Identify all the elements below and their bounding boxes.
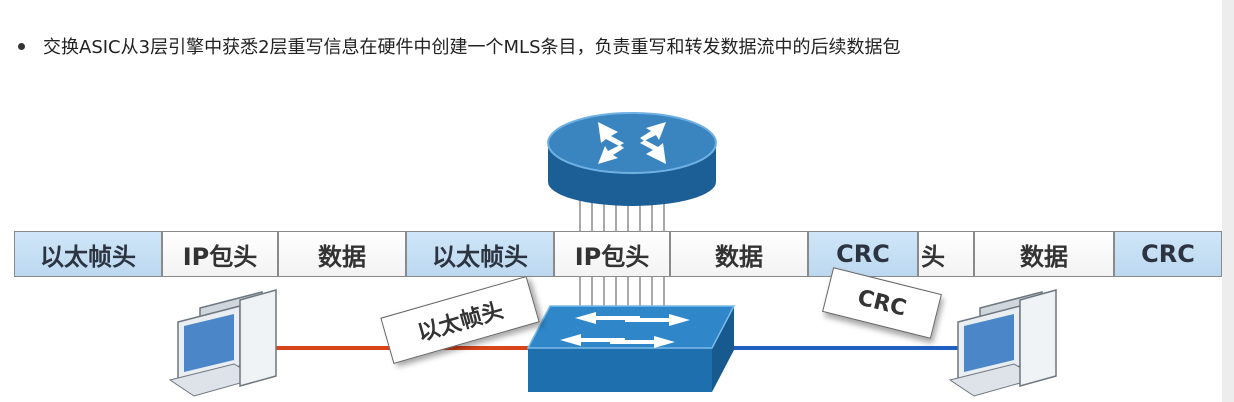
- frame-cell-data-3: 数据: [974, 231, 1114, 277]
- bullet-line: 交换ASIC从3层引擎中获悉2层重写信息在硬件中创建一个MLS条目，负责重写和转…: [18, 33, 901, 59]
- frame-cell-eth-header-2: 以太帧头: [406, 231, 554, 277]
- frame-cell-data-2: 数据: [670, 231, 808, 277]
- frame-cell-header-partial: 头: [918, 231, 974, 277]
- frame-cell-crc-1: CRC: [808, 231, 918, 277]
- pc-left-icon: [168, 289, 277, 397]
- pc-right-icon: [948, 289, 1057, 397]
- frame-cell-data-1: 数据: [278, 231, 406, 277]
- router-icon: [547, 112, 717, 206]
- frame-cell-crc-2: CRC: [1114, 231, 1222, 277]
- bullet-dot: [18, 42, 25, 50]
- switch-icon: [526, 305, 736, 392]
- frame-cell-ip-header-1: IP包头: [162, 231, 278, 277]
- bullet-text: 交换ASIC从3层引擎中获悉2层重写信息在硬件中创建一个MLS条目，负责重写和转…: [43, 37, 901, 58]
- frame-cell-eth-header-1: 以太帧头: [14, 231, 162, 277]
- side-scroll-strip: [1222, 0, 1234, 402]
- frame-cell-ip-header-2: IP包头: [554, 231, 670, 277]
